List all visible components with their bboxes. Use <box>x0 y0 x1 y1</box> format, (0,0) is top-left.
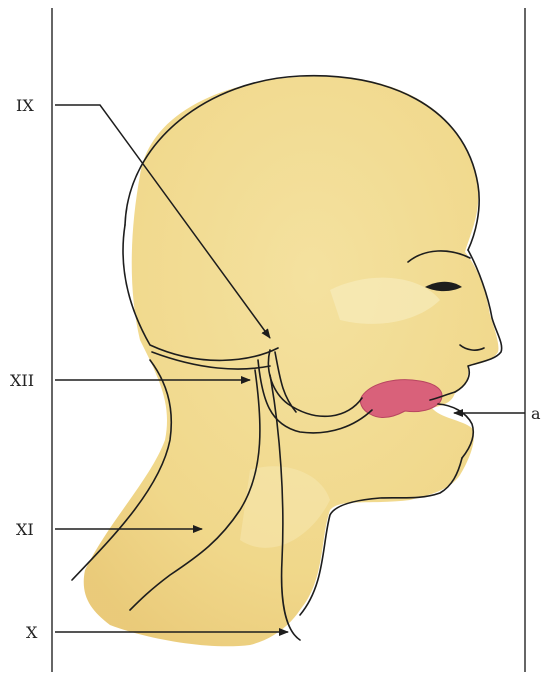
label-ix: IX <box>16 96 34 115</box>
skin-fill <box>84 76 499 646</box>
label-x: X <box>26 623 38 642</box>
label-xii: XII <box>10 371 34 390</box>
label-xi: XI <box>16 520 34 539</box>
label-a: a <box>531 404 541 423</box>
